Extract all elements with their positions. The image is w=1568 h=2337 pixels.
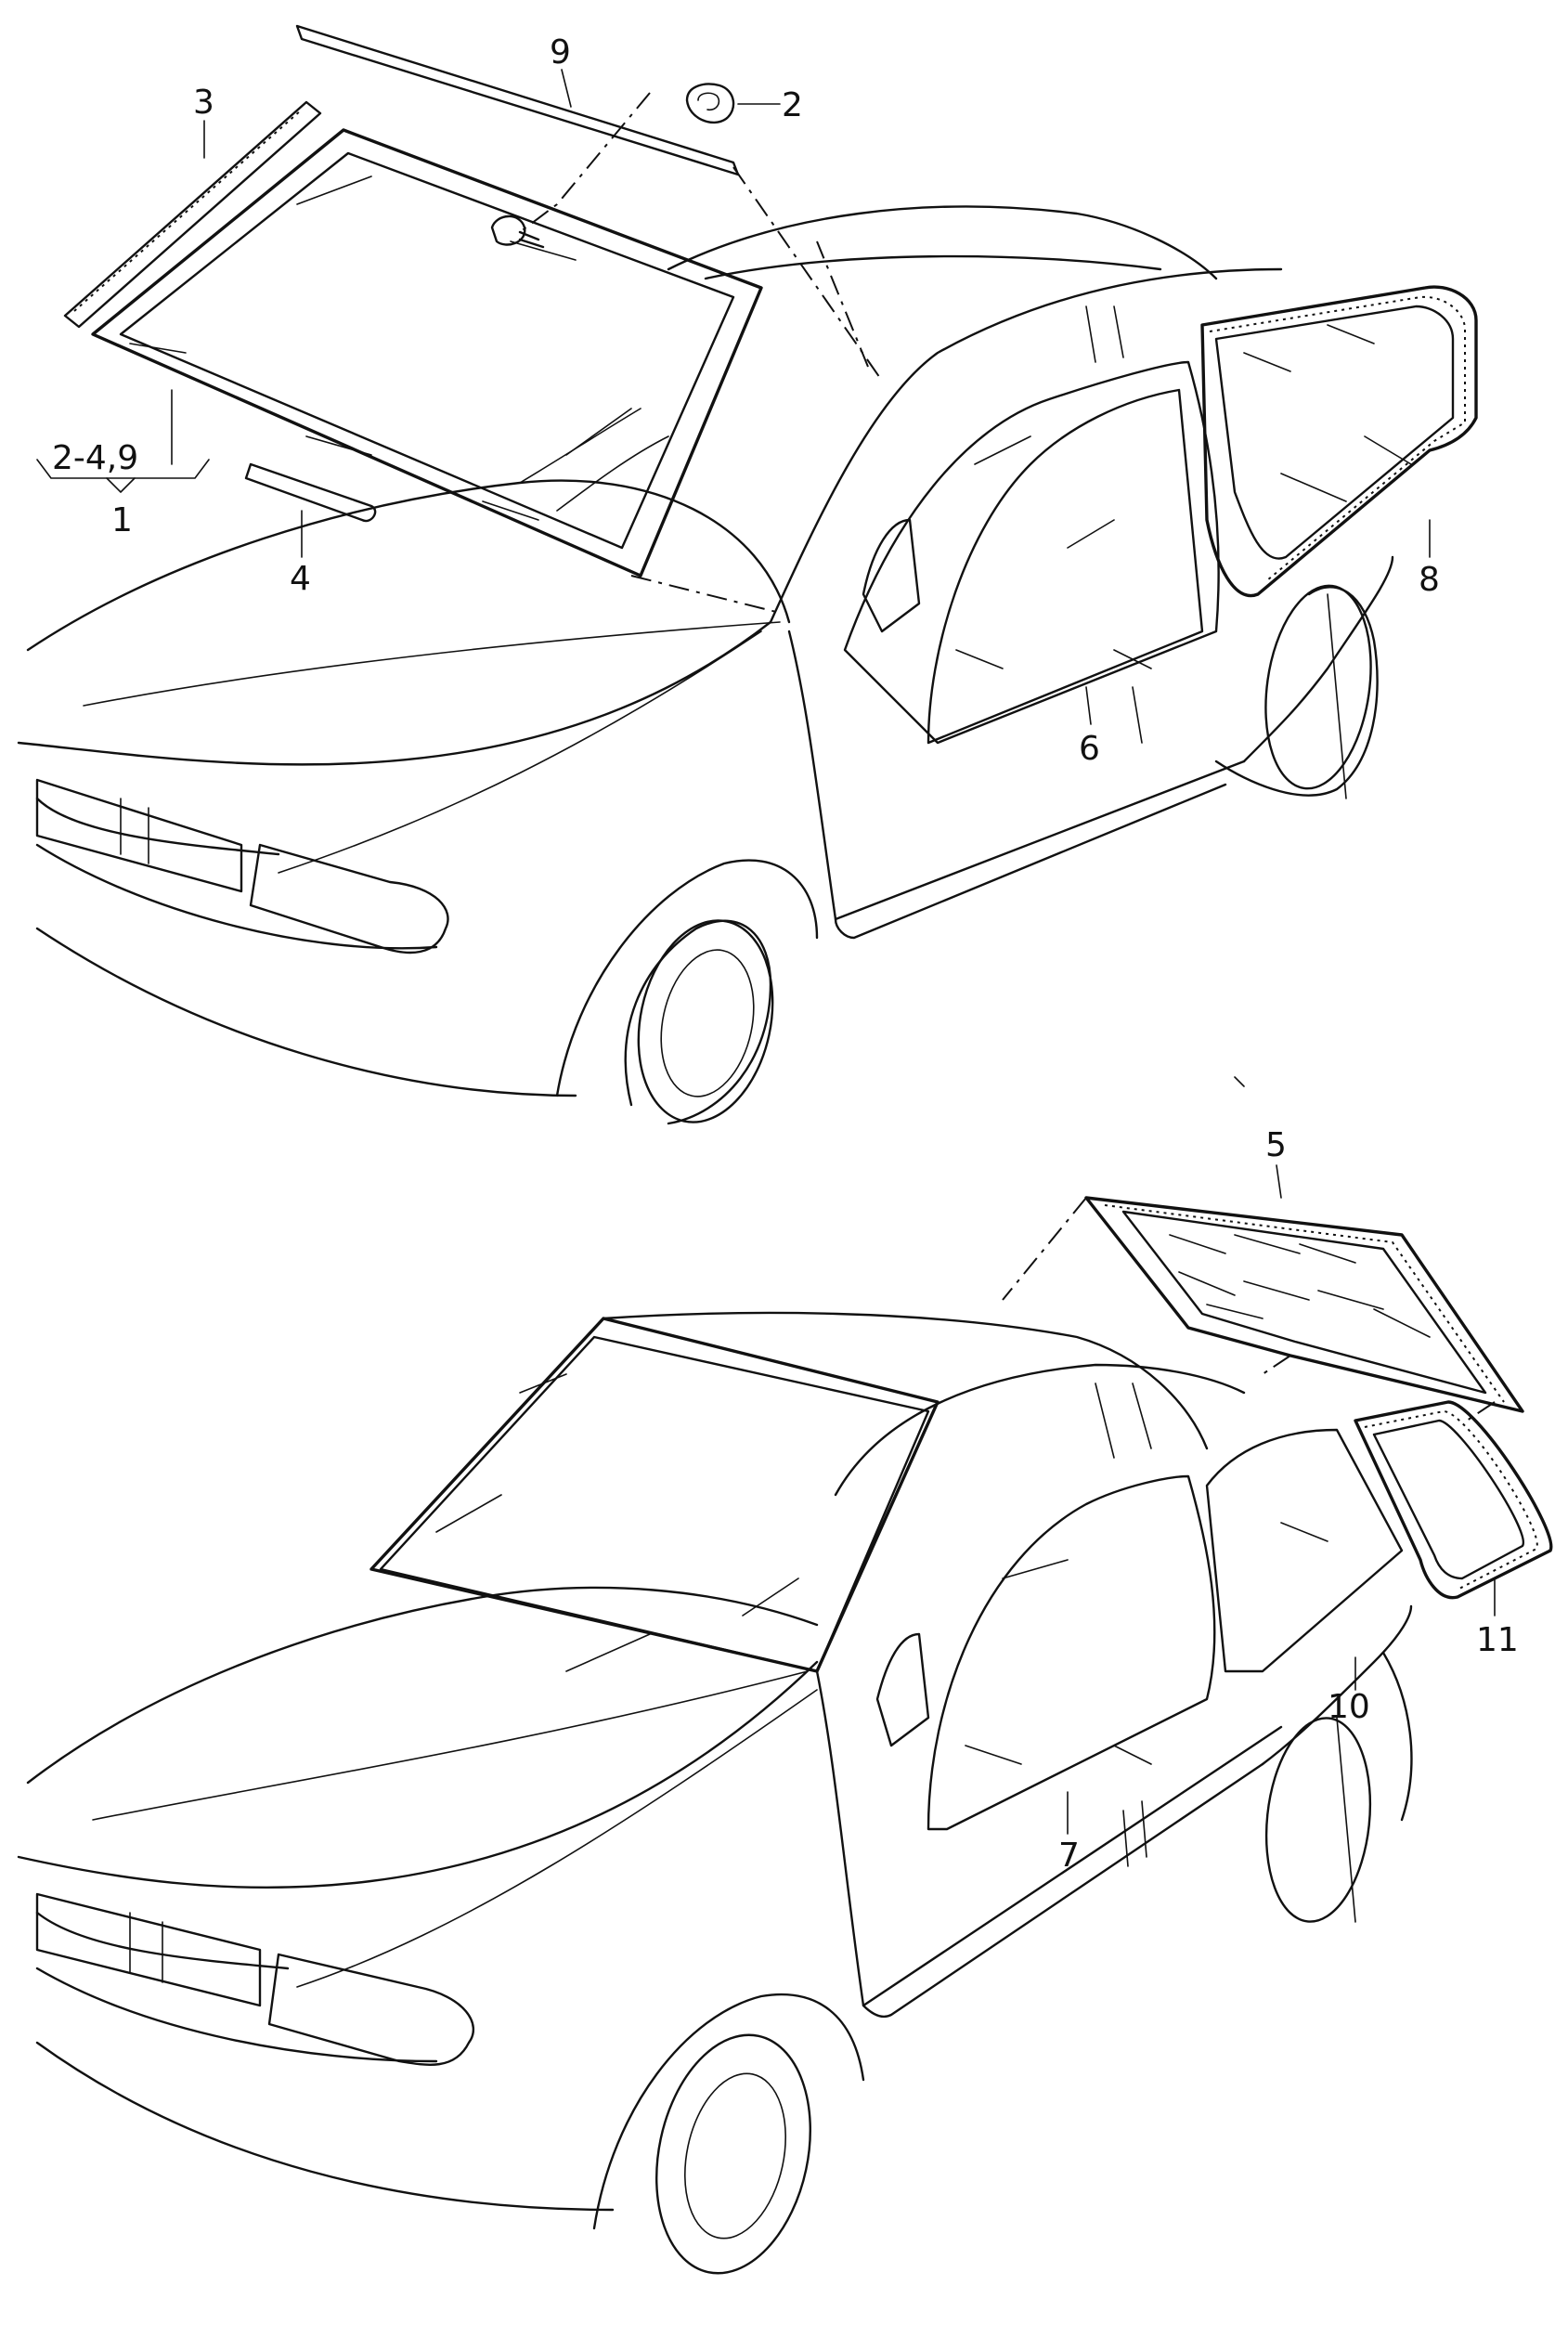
top-car-illustration [17,24,1478,1125]
callout-labels: 9 2 3 2-4,9 1 4 8 6 5 10 11 7 [52,33,1519,1875]
callout-10: 10 [1328,1688,1370,1726]
callout-3: 3 [193,84,214,122]
bottom-car-illustration [17,1076,1553,2275]
callout-group: 2-4,9 [52,439,138,477]
callout-8: 8 [1419,561,1440,599]
callout-2: 2 [782,86,803,124]
callout-11: 11 [1476,1621,1519,1659]
callout-1: 1 [111,501,133,539]
callout-5: 5 [1265,1126,1287,1164]
callout-7: 7 [1058,1837,1080,1875]
callout-4: 4 [290,560,311,598]
callout-9: 9 [550,33,571,71]
callout-6: 6 [1079,730,1100,768]
